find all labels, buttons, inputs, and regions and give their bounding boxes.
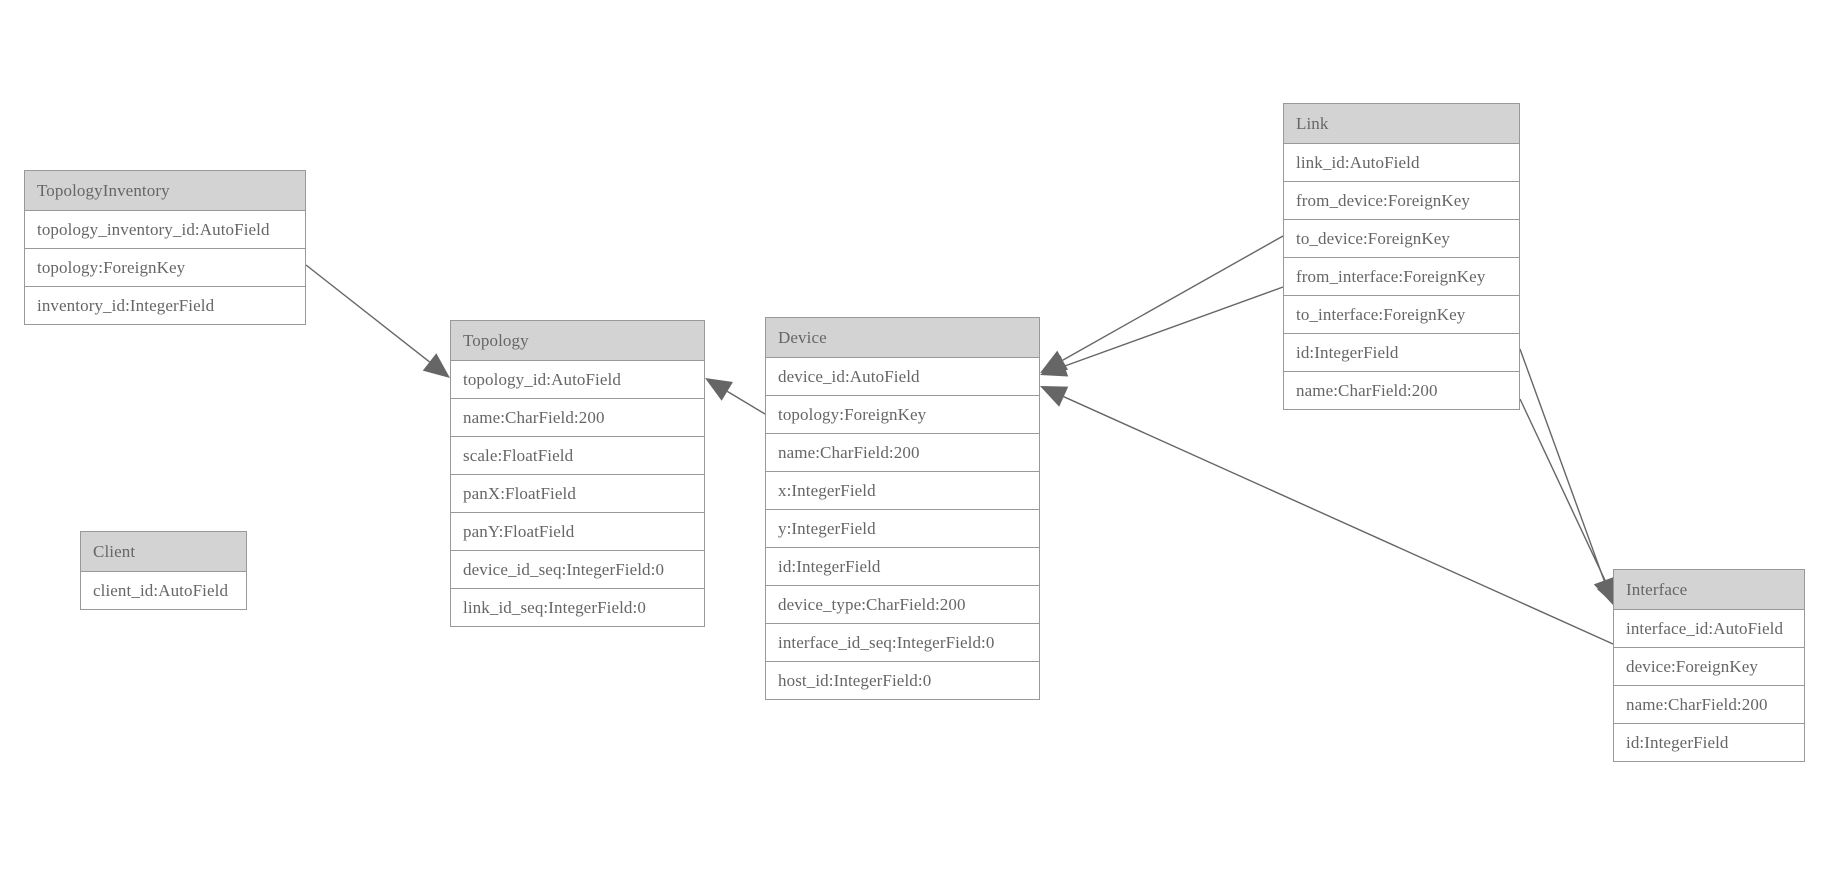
- entity-field-row: y:IntegerField: [766, 510, 1039, 548]
- entity-title-topology: Topology: [451, 321, 704, 361]
- entity-field-row: x:IntegerField: [766, 472, 1039, 510]
- entity-field-row: from_interface:ForeignKey: [1284, 258, 1519, 296]
- entity-field-row: id:IntegerField: [766, 548, 1039, 586]
- entity-field-row: name:CharField:200: [451, 399, 704, 437]
- entity-title-device: Device: [766, 318, 1039, 358]
- relationship-line: [1519, 348, 1605, 581]
- relationship-rel-link-from-interface: [1519, 348, 1615, 605]
- entity-field-row: topology_id:AutoField: [451, 361, 704, 399]
- entity-field-row: id:IntegerField: [1284, 334, 1519, 372]
- entity-field-row: topology:ForeignKey: [766, 396, 1039, 434]
- entity-field-row: panY:FloatField: [451, 513, 704, 551]
- entity-field-row: id:IntegerField: [1614, 724, 1804, 761]
- relationship-rel-link-to-device: [1040, 286, 1284, 377]
- entity-field-row: to_interface:ForeignKey: [1284, 296, 1519, 334]
- entity-field-row: link_id_seq:IntegerField:0: [451, 589, 704, 626]
- entity-field-row: device_id_seq:IntegerField:0: [451, 551, 704, 589]
- entity-title-interface: Interface: [1614, 570, 1804, 610]
- entity-field-row: inventory_id:IntegerField: [25, 287, 305, 324]
- entity-field-row: interface_id:AutoField: [1614, 610, 1804, 648]
- entity-title-link: Link: [1284, 104, 1519, 144]
- relationship-arrowhead: [1040, 355, 1069, 377]
- entity-field-row: link_id:AutoField: [1284, 144, 1519, 182]
- relationship-rel-topologyinventory-topology: [305, 264, 450, 378]
- relationship-line: [1064, 286, 1284, 367]
- relationship-rel-link-from-device: [1040, 235, 1284, 373]
- entity-field-row: topology:ForeignKey: [25, 249, 305, 287]
- relationship-arrowhead: [1593, 576, 1615, 605]
- relationship-rel-interface-device: [1040, 386, 1614, 645]
- entity-field-row: interface_id_seq:IntegerField:0: [766, 624, 1039, 662]
- entity-title-client: Client: [81, 532, 246, 572]
- relationship-line: [1519, 398, 1608, 585]
- entity-field-row: panX:FloatField: [451, 475, 704, 513]
- entity-title-topology_inventory: TopologyInventory: [25, 171, 305, 211]
- entity-field-row: from_device:ForeignKey: [1284, 182, 1519, 220]
- relationship-arrowhead: [705, 378, 733, 401]
- relationship-arrowhead: [1040, 386, 1069, 407]
- entity-field-row: device_type:CharField:200: [766, 586, 1039, 624]
- relationship-line: [305, 264, 430, 363]
- entity-field-row: device:ForeignKey: [1614, 648, 1804, 686]
- relationship-line: [1063, 396, 1614, 645]
- entity-field-row: device_id:AutoField: [766, 358, 1039, 396]
- relationship-arrowhead: [422, 353, 450, 378]
- relationship-arrowhead: [1040, 350, 1069, 373]
- entity-field-row: name:CharField:200: [1614, 686, 1804, 724]
- relationship-rel-link-to-interface: [1519, 398, 1618, 608]
- entity-field-row: scale:FloatField: [451, 437, 704, 475]
- entity-field-row: topology_inventory_id:AutoField: [25, 211, 305, 249]
- relationship-line: [726, 390, 766, 415]
- entity-field-row: name:CharField:200: [1284, 372, 1519, 409]
- entity-field-row: host_id:IntegerField:0: [766, 662, 1039, 699]
- relationship-line: [1062, 235, 1284, 361]
- entity-field-row: client_id:AutoField: [81, 572, 246, 609]
- entity-field-row: to_device:ForeignKey: [1284, 220, 1519, 258]
- entity-field-row: name:CharField:200: [766, 434, 1039, 472]
- relationship-rel-device-topology: [705, 378, 766, 415]
